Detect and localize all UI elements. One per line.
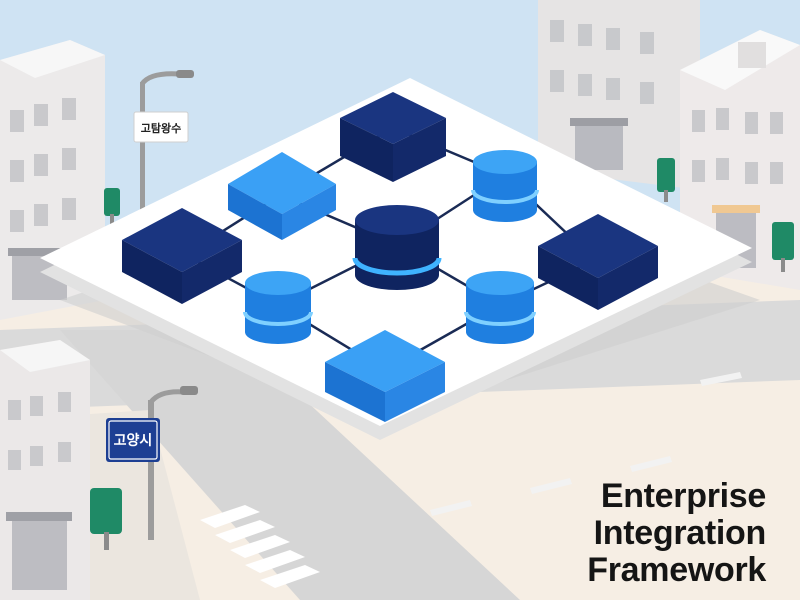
top-sign — [133, 111, 189, 143]
cube-node-icon — [228, 152, 336, 240]
building-left-front — [0, 340, 90, 600]
database-cylinder-icon — [352, 205, 442, 290]
tree-icon — [772, 222, 794, 272]
page-title: Enterprise Integration Framework — [466, 478, 766, 589]
tree-icon — [657, 158, 675, 202]
tree-icon — [90, 488, 122, 550]
street-sign — [106, 418, 160, 462]
cube-node-icon — [325, 330, 445, 422]
building-right-back — [538, 0, 700, 190]
street-sign-text: 고양시 — [114, 433, 153, 449]
street-lamp — [106, 386, 198, 540]
title-line-2: Integration — [593, 514, 767, 552]
cube-node-icon — [538, 214, 658, 310]
title-line-1: Enterprise — [600, 477, 766, 515]
tree-icon — [104, 188, 120, 224]
cube-node-icon — [122, 208, 242, 304]
top-sign-text: 고탐왕수 — [141, 121, 181, 135]
street-lamp — [133, 70, 194, 212]
crosswalk — [200, 505, 320, 588]
database-cylinder-icon — [464, 271, 536, 344]
cube-node-icon — [340, 92, 446, 182]
title-line-3: Framework — [587, 551, 766, 589]
lane-marks — [430, 372, 742, 516]
road-diagonal — [60, 330, 520, 600]
database-cylinder-icon — [243, 271, 313, 344]
database-cylinder-icon — [471, 150, 539, 222]
